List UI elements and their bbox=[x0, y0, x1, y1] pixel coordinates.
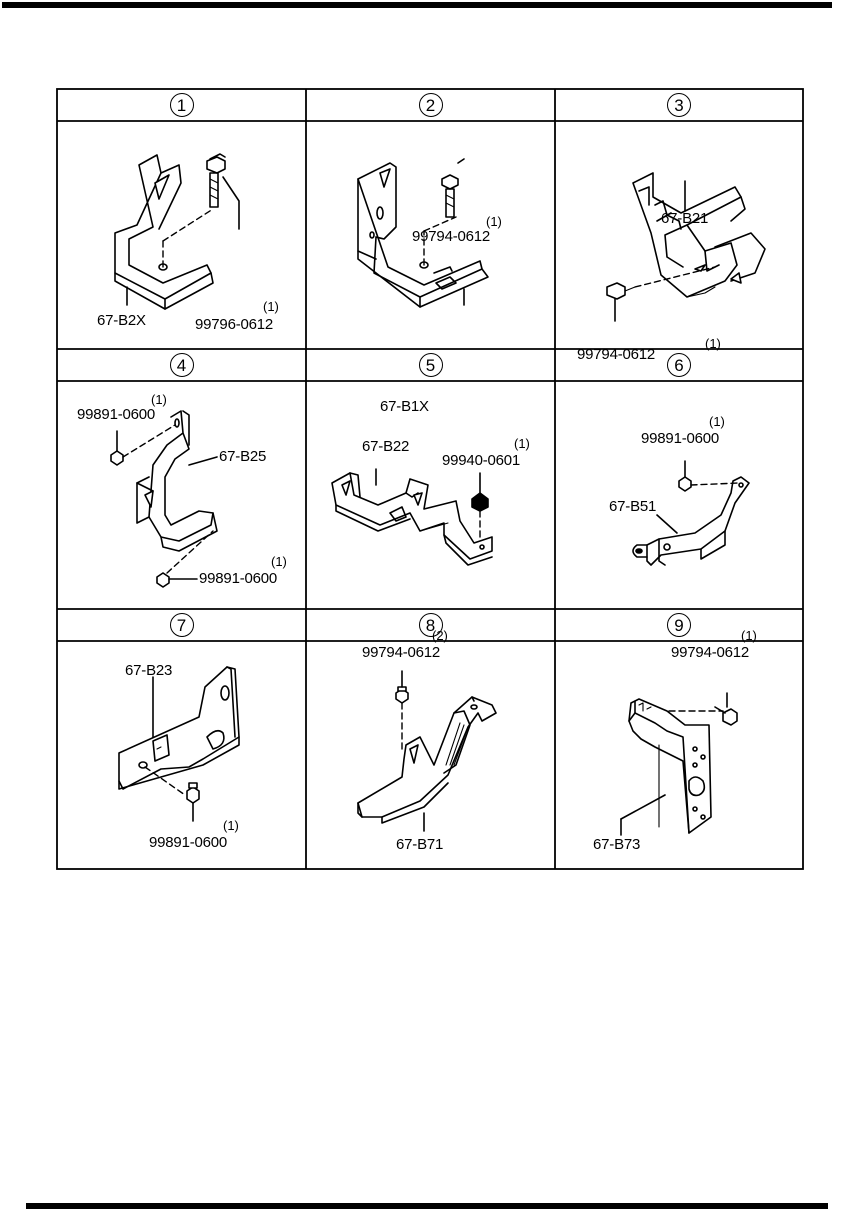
bracket-drawing-1 bbox=[114, 153, 240, 310]
cell-5-header: 5 bbox=[306, 349, 555, 381]
cell-9-header: 9 bbox=[555, 609, 803, 641]
cell-6-fastener-number: 99891-0600 bbox=[641, 430, 720, 447]
top-rule bbox=[2, 2, 832, 8]
cell-8-fastener-number: 99794-0612 bbox=[362, 644, 441, 661]
cell-4-body: (1) 99891-0600 67-B25 (1) 99891-0600 bbox=[57, 381, 306, 609]
parts-diagram: 1 2 3 4 5 6 7 8 9 bbox=[56, 88, 804, 870]
cell-1-part-number: 67-B2X bbox=[97, 312, 146, 329]
index-badge-6: 6 bbox=[667, 353, 691, 377]
cell-9-part-number: 67-B73 bbox=[593, 836, 641, 853]
cell-4-fastener-number-top: 99891-0600 bbox=[77, 406, 156, 423]
grid-lines bbox=[56, 88, 804, 870]
cell-6-header: 6 bbox=[555, 349, 803, 381]
bracket-drawing-9 bbox=[620, 692, 738, 836]
bracket-drawing-5 bbox=[331, 468, 493, 566]
cell-6-part-number: 67-B51 bbox=[609, 498, 657, 515]
index-badge-5: 5 bbox=[418, 353, 443, 377]
bottom-rule bbox=[26, 1203, 828, 1209]
cell-4-fastener-number-bottom: 99891-0600 bbox=[199, 570, 278, 587]
cell-9-body: (1) 99794-0612 67-B73 bbox=[555, 629, 803, 869]
cell-1-fastener-number: 99796-0612 bbox=[195, 316, 274, 333]
bracket-drawing-4 bbox=[110, 410, 218, 588]
bracket-drawing-2 bbox=[357, 158, 489, 308]
index-badge-9: 9 bbox=[667, 613, 691, 637]
index-badge-7: 7 bbox=[169, 613, 194, 637]
cell-8-header: 8 bbox=[306, 609, 555, 641]
index-badge-4: 4 bbox=[169, 353, 194, 377]
cell-2-qty: (1) bbox=[486, 214, 502, 229]
bracket-drawing-3 bbox=[606, 172, 766, 322]
cell-5-body: 67-B22 (1) 99940-0601 bbox=[306, 381, 555, 609]
cell-3-qty: (1) bbox=[705, 336, 721, 351]
cell-2-part-number: 67-B1X bbox=[380, 398, 429, 415]
cell-4-qty-bottom: (1) bbox=[271, 554, 287, 569]
cell-1-body: (1) 99796-0612 67-B2X bbox=[57, 121, 306, 349]
cell-9-qty: (1) bbox=[741, 628, 757, 643]
bracket-drawing-6 bbox=[632, 460, 750, 566]
index-badge-8: 8 bbox=[418, 613, 443, 637]
cell-3-header: 3 bbox=[555, 89, 803, 121]
index-badge-2: 2 bbox=[418, 93, 443, 117]
cell-7-fastener-number: 99891-0600 bbox=[149, 834, 228, 851]
cell-6-qty: (1) bbox=[709, 414, 725, 429]
cell-1-qty: (1) bbox=[263, 299, 279, 314]
cell-1-header: 1 bbox=[57, 89, 306, 121]
bracket-drawing-8 bbox=[357, 670, 497, 832]
cell-7-body: 67-B23 (1) 99891-0600 bbox=[57, 641, 306, 869]
cell-8-part-number: 67-B71 bbox=[396, 836, 444, 853]
index-badge-3: 3 bbox=[667, 93, 691, 117]
cell-5-fastener-number: 99940-0601 bbox=[442, 452, 521, 469]
index-badge-1: 1 bbox=[169, 93, 194, 117]
cell-9-fastener-number: 99794-0612 bbox=[671, 644, 750, 661]
cell-3-body: 67-B21 (1) 99794-0612 bbox=[555, 121, 803, 362]
cell-8-body: (2) 99794-0612 67-B71 bbox=[306, 629, 555, 869]
cell-6-body: (1) 99891-0600 67-B51 bbox=[555, 381, 803, 609]
cell-4-part-number: 67-B25 bbox=[219, 448, 267, 465]
cell-8-qty: (2) bbox=[432, 628, 448, 643]
cell-4-header: 4 bbox=[57, 349, 306, 381]
cell-4-qty-top: (1) bbox=[151, 392, 167, 407]
bracket-drawing-7 bbox=[118, 666, 240, 822]
cell-3-part-number: 67-B21 bbox=[661, 210, 709, 227]
cell-7-header: 7 bbox=[57, 609, 306, 641]
cell-2-header: 2 bbox=[306, 89, 555, 121]
cell-2-body: (1) 99794-0612 67-B1X bbox=[306, 121, 555, 414]
cell-5-qty: (1) bbox=[514, 436, 530, 451]
cell-3-fastener-number: 99794-0612 bbox=[577, 346, 656, 363]
cell-2-fastener-number: 99794-0612 bbox=[412, 228, 491, 245]
cell-7-qty: (1) bbox=[223, 818, 239, 833]
cell-5-part-number: 67-B22 bbox=[362, 438, 410, 455]
cell-7-part-number: 67-B23 bbox=[125, 662, 173, 679]
